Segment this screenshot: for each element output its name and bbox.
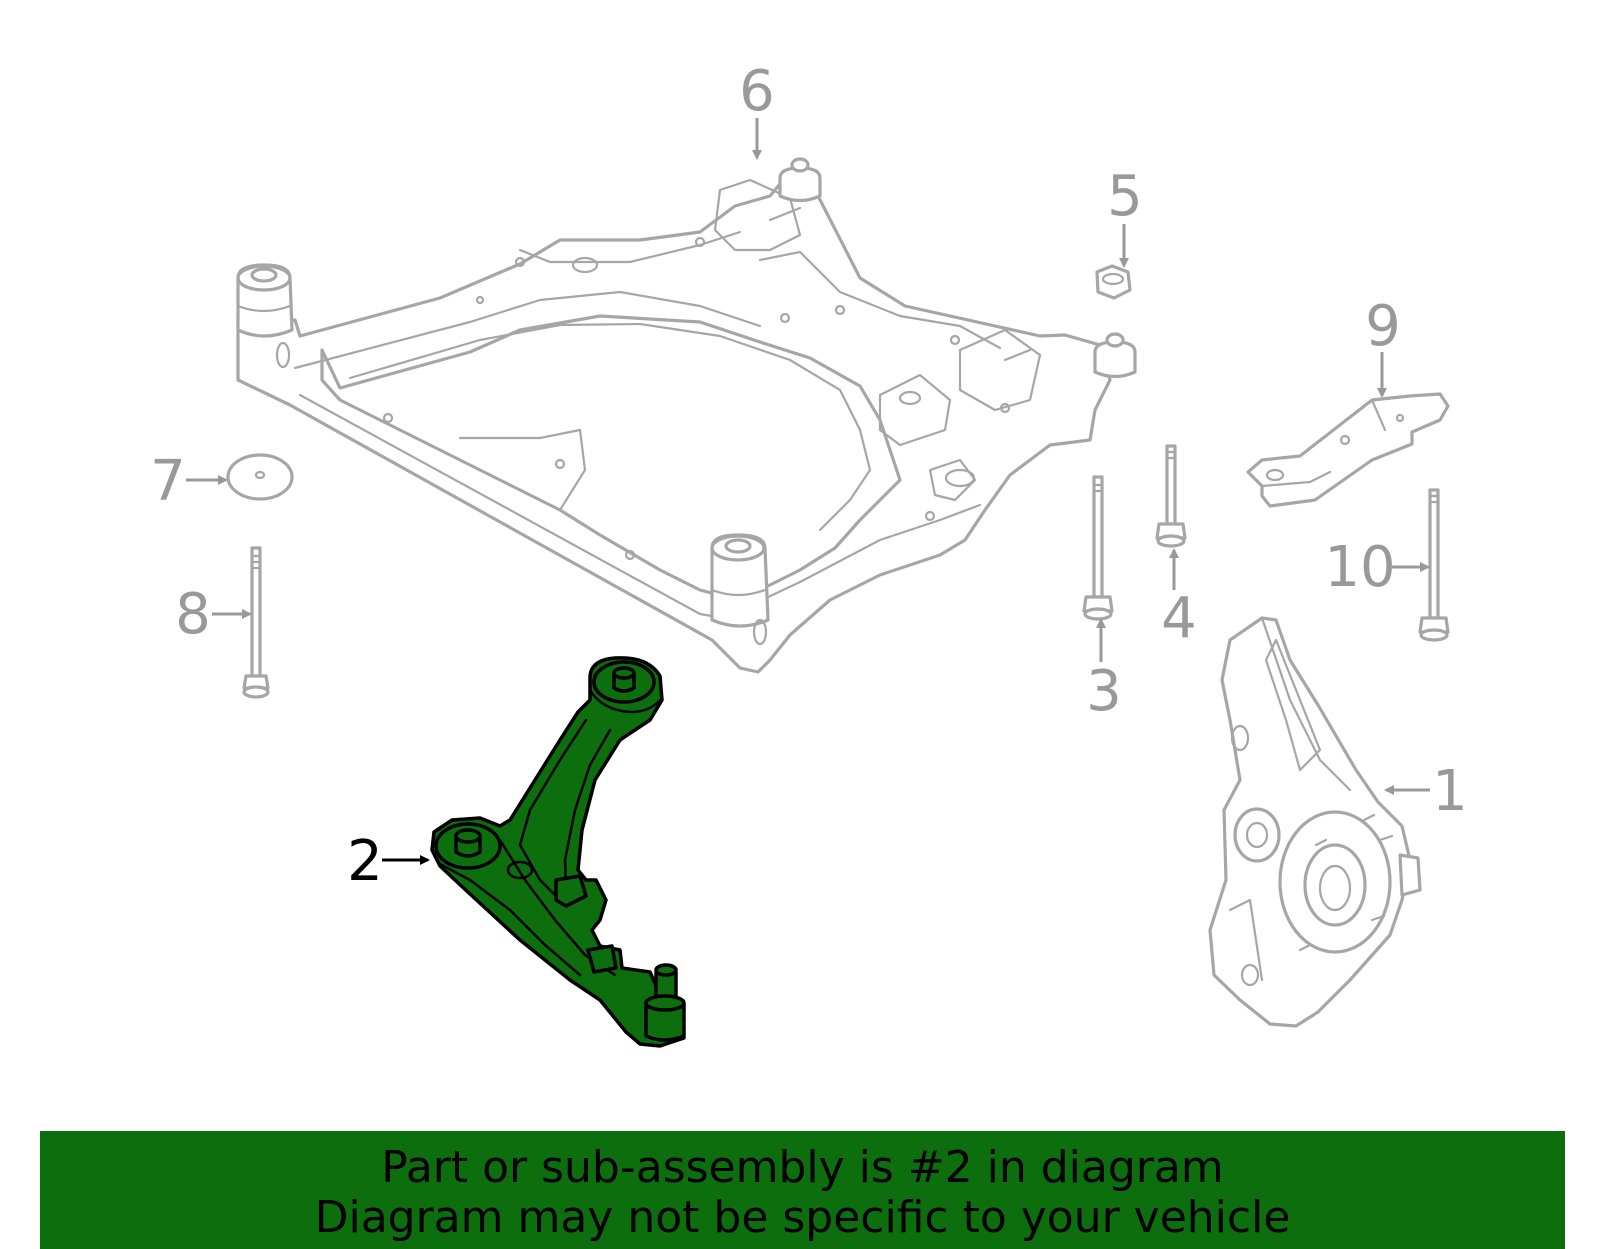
rear-left-bushing bbox=[236, 263, 294, 369]
banner-line-2: Diagram may not be specific to your vehi… bbox=[314, 1192, 1291, 1243]
bolt-4 bbox=[1155, 444, 1187, 548]
bracket-9 bbox=[1246, 392, 1450, 508]
callout-10-label: 10 bbox=[1324, 535, 1395, 600]
callout-7: 7 bbox=[150, 449, 228, 514]
callout-2-label: 2 bbox=[347, 829, 383, 894]
callout-5-label: 5 bbox=[1107, 164, 1143, 229]
callout-10: 10 bbox=[1324, 535, 1430, 600]
callout-7-label: 7 bbox=[150, 449, 186, 514]
callout-5: 5 bbox=[1107, 164, 1143, 268]
callout-1-label: 1 bbox=[1432, 759, 1468, 824]
parts-diagram: 6 5 9 7 8 4 3 10 1 2 bbox=[150, 59, 1468, 1048]
front-right-mount bbox=[778, 157, 822, 203]
front-left-bushing bbox=[710, 533, 770, 646]
callout-8: 8 bbox=[175, 582, 252, 647]
steering-knuckle-1 bbox=[1208, 616, 1422, 1028]
banner-line-1: Part or sub-assembly is #2 in diagram bbox=[381, 1142, 1224, 1193]
rear-right-mount bbox=[1093, 332, 1137, 379]
callout-1: 1 bbox=[1384, 759, 1468, 824]
callout-3-label: 3 bbox=[1086, 659, 1122, 724]
bolt-8 bbox=[242, 546, 270, 699]
callout-3: 3 bbox=[1086, 618, 1122, 724]
bolt-10 bbox=[1418, 488, 1450, 642]
callout-6-label: 6 bbox=[739, 59, 775, 124]
callout-6: 6 bbox=[739, 59, 775, 160]
callout-9: 9 bbox=[1365, 294, 1401, 398]
washer-7 bbox=[226, 453, 294, 501]
nut-5 bbox=[1095, 264, 1132, 300]
callout-2: 2 bbox=[347, 829, 430, 894]
callout-9-label: 9 bbox=[1365, 294, 1401, 359]
callout-4: 4 bbox=[1161, 548, 1197, 651]
callout-8-label: 8 bbox=[175, 582, 211, 647]
front-subframe bbox=[236, 170, 1112, 674]
info-banner: Part or sub-assembly is #2 in diagram Di… bbox=[40, 1131, 1565, 1249]
callout-4-label: 4 bbox=[1161, 586, 1197, 651]
lower-control-arm-2 bbox=[430, 656, 686, 1048]
bolt-3 bbox=[1082, 475, 1114, 621]
